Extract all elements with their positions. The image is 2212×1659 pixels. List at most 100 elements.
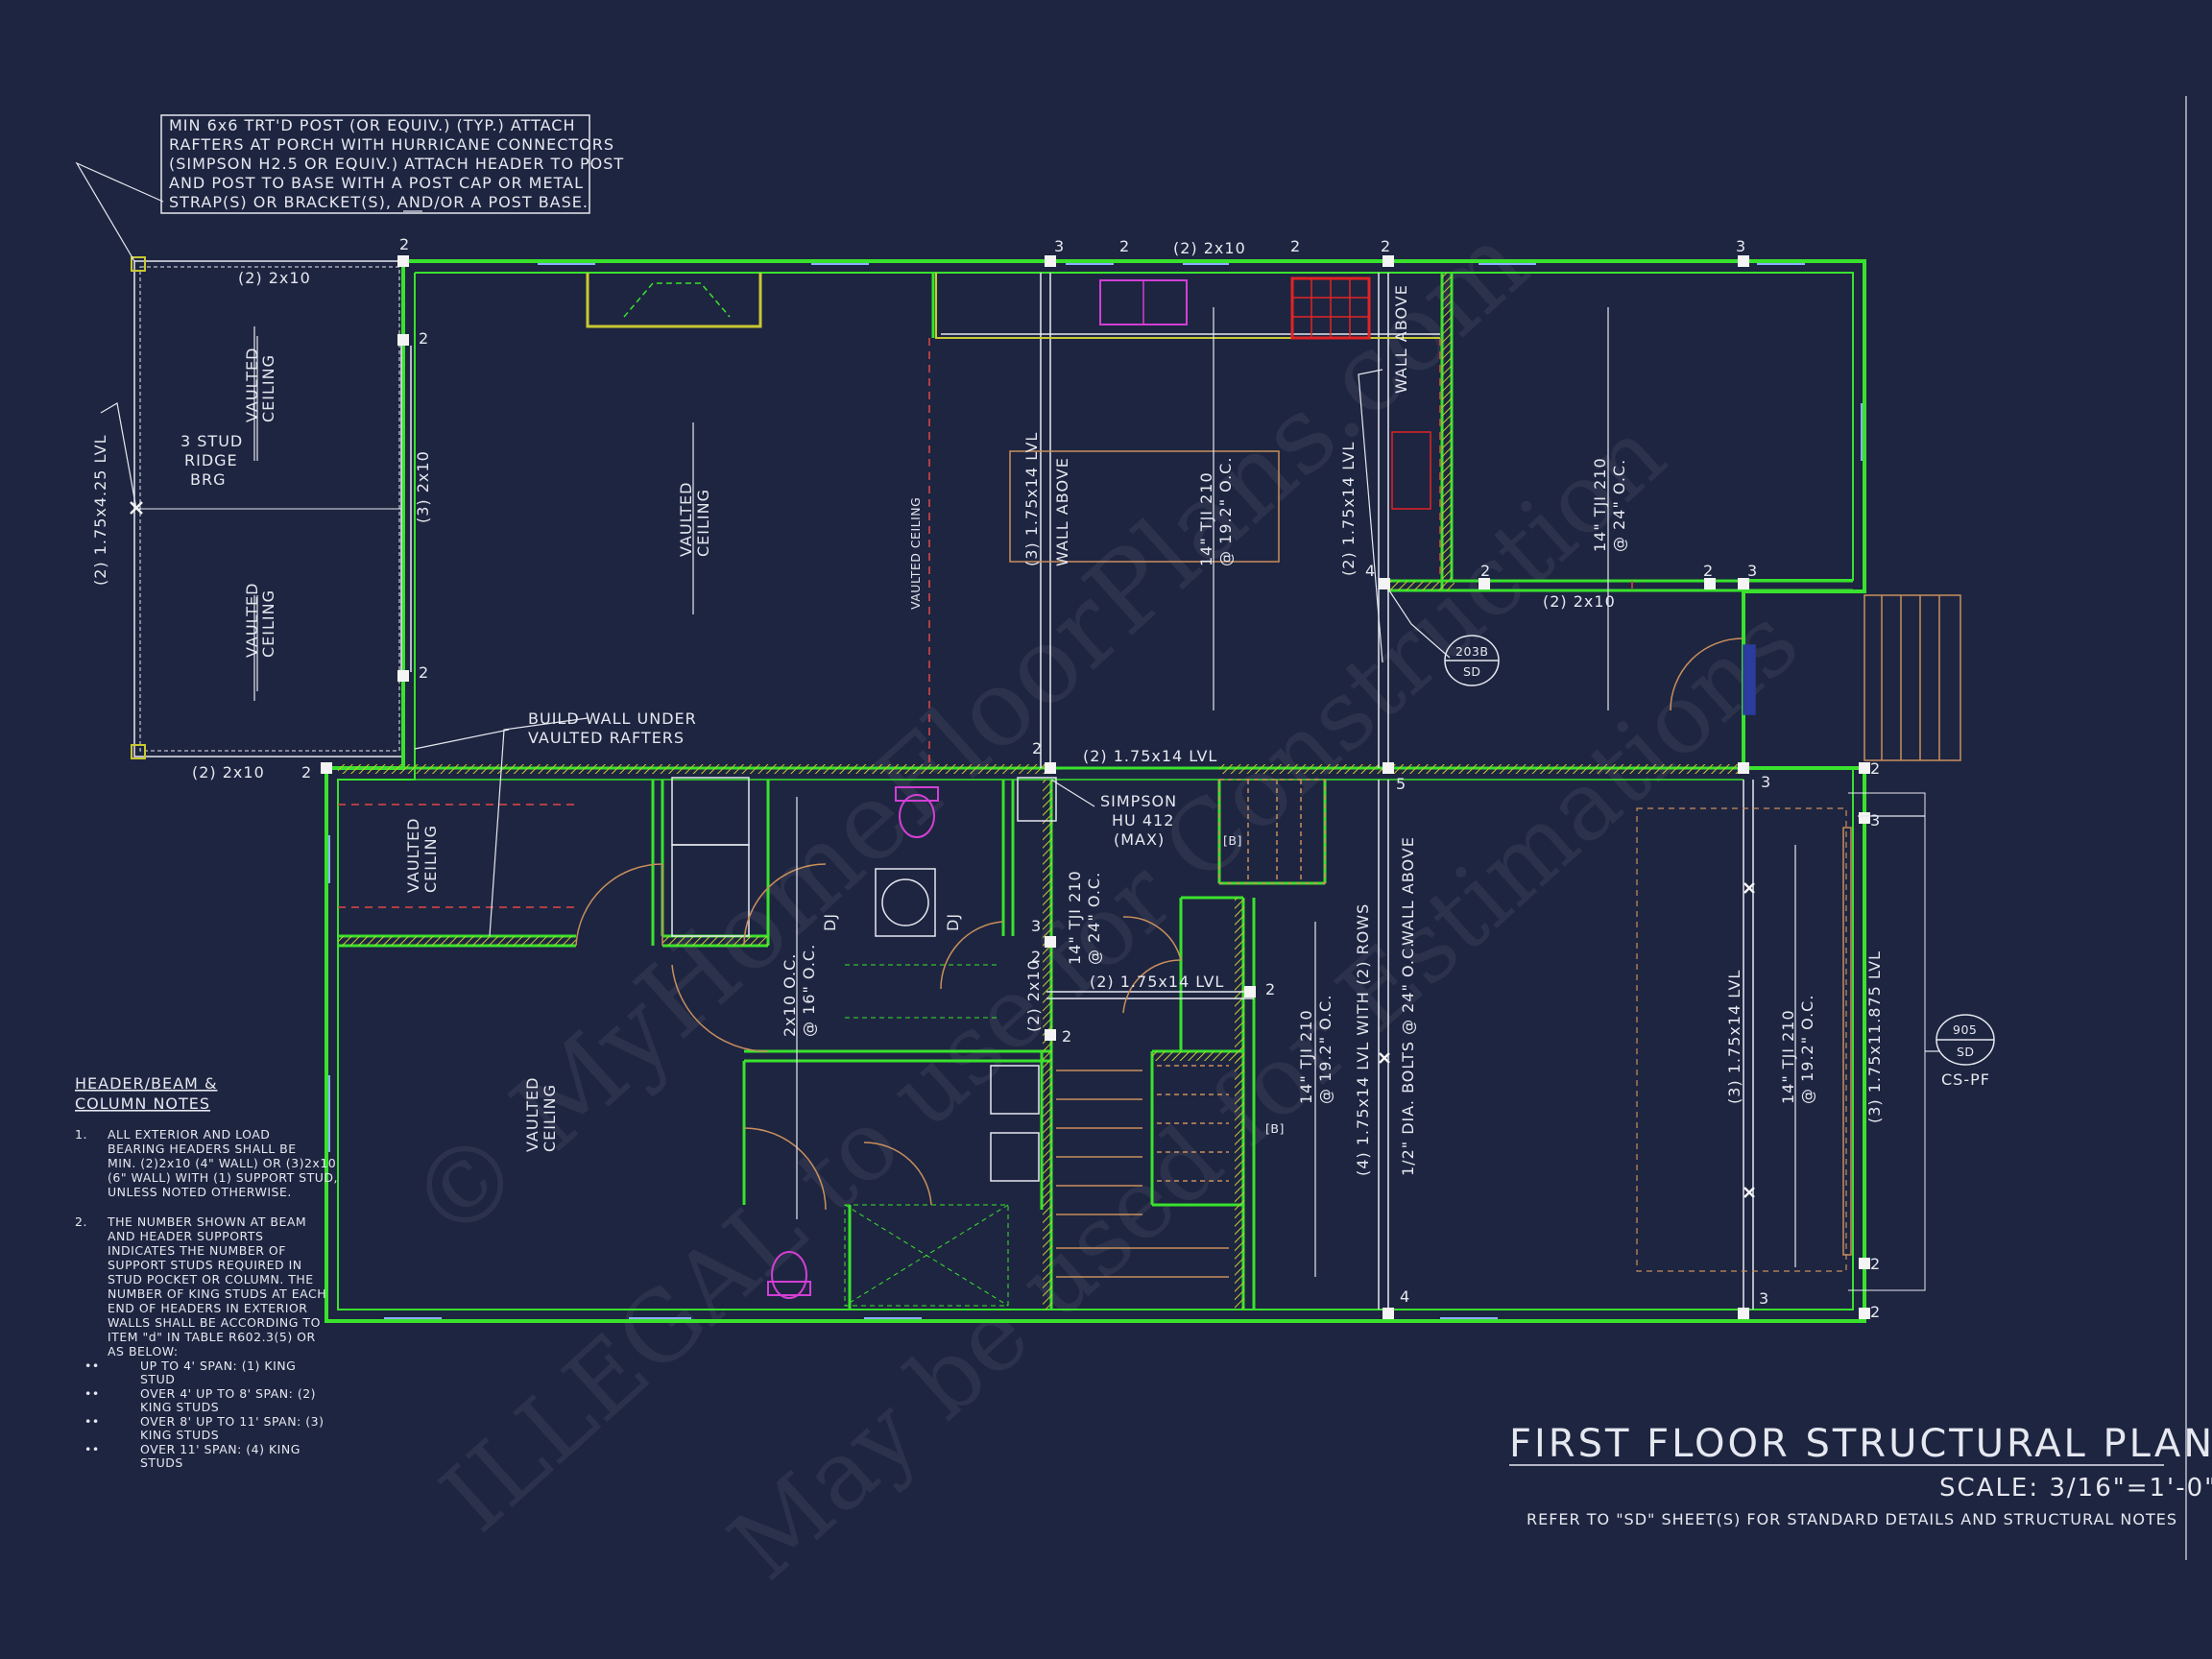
garage-lvl: (3) 1.75x14 LVL <box>1725 970 1743 1104</box>
bullet: •• <box>84 1358 100 1373</box>
wall-above-right: WALL ABOVE <box>1392 284 1410 394</box>
bed2-vault-2: CEILING <box>541 1084 559 1152</box>
porch-vault-2b: CEILING <box>259 589 277 658</box>
garage-tji-1: 14" TJI 210 <box>1779 1009 1797 1104</box>
stud-count: 2 <box>1032 739 1043 757</box>
ridge-label-2: RIDGE <box>184 451 238 469</box>
bath-fixtures <box>767 786 939 1299</box>
note-1-number: 1. <box>75 1127 87 1142</box>
notes-heading-2: COLUMN NOTES <box>75 1094 210 1113</box>
bedroom-header: (2) 2x10 <box>1543 592 1616 611</box>
stud-count: 3 <box>1747 562 1758 580</box>
stud-count: 3 <box>1870 811 1881 830</box>
laundry-fixtures <box>671 777 1057 1182</box>
bullet: •• <box>84 1442 100 1456</box>
stud-count: 4 <box>1365 562 1376 580</box>
sheet-scale: SCALE: 3/16"=1'-0" <box>1939 1474 2212 1503</box>
lvl-rows: (4) 1.75x14 LVL WITH (2) ROWS <box>1354 903 1372 1176</box>
dashed-red-lines <box>338 338 1633 908</box>
porch-lvl-label: (2) 1.75x4.25 LVL <box>91 434 109 586</box>
note-2-line: END OF HEADERS IN EXTERIOR <box>108 1301 308 1315</box>
detail-203b-bot: SD <box>1463 664 1481 679</box>
garage-door <box>1842 827 1852 1256</box>
windows <box>328 263 1863 1319</box>
bedroom-tji-1: 14" TJI 210 <box>1591 457 1609 552</box>
bullet-line: KING STUDS <box>140 1400 219 1414</box>
dj-label-1: DJ <box>821 913 839 931</box>
stud-posts <box>321 255 1870 1319</box>
post-note-line: AND POST TO BASE WITH A POST CAP OR META… <box>169 174 584 192</box>
build-wall-1: BUILD WALL UNDER <box>528 709 697 728</box>
post-note-line: MIN 6x6 TRT'D POST (OR EQUIV.) (TYP.) AT… <box>169 116 575 134</box>
center-tji-1: 14" TJI 210 <box>1066 870 1084 965</box>
stud-count: 4 <box>1400 1287 1410 1306</box>
simpson-3: (MAX) <box>1114 830 1165 849</box>
stud-count: 3 <box>1759 1289 1769 1308</box>
kitchen-lvl: (3) 1.75x14 LVL <box>1022 432 1041 566</box>
detail-905-bot: SD <box>1957 1045 1975 1059</box>
box-label-1: [B] <box>1223 833 1242 848</box>
build-wall-2: VAULTED RAFTERS <box>528 729 685 747</box>
detail-905-top: 905 <box>1953 1022 1977 1037</box>
bullet-line: STUD <box>140 1372 175 1386</box>
sheet-title: FIRST FLOOR STRUCTURAL PLAN <box>1509 1422 2212 1466</box>
stud-count: 5 <box>1396 775 1407 793</box>
title-block: FIRST FLOOR STRUCTURAL PLAN SCALE: 3/16"… <box>1509 1422 2212 1528</box>
note-1-line: MIN. (2)2x10 (4" WALL) OR (3)2x10 <box>108 1156 336 1170</box>
ridge-label-1: 3 STUD <box>180 432 243 450</box>
stud-count: 2 <box>1381 237 1391 255</box>
porch-vault-2: VAULTED <box>243 583 261 659</box>
vaulted-ceiling-long: VAULTED CEILING <box>908 497 923 610</box>
bolts: 1/2" DIA. BOLTS @ 24" O.C. <box>1399 942 1417 1176</box>
bullet-line: KING STUDS <box>140 1428 219 1442</box>
note-2-line: INDICATES THE NUMBER OF <box>108 1243 286 1258</box>
bullet-line: OVER 4' UP TO 8' SPAN: (2) <box>140 1386 316 1401</box>
header-beam-notes: HEADER/BEAM & COLUMN NOTES 1. ALL EXTERI… <box>75 1074 338 1470</box>
stud-count: 2 <box>1265 980 1276 998</box>
post-note-box <box>160 114 590 214</box>
right-lvl: (2) 1.75x14 LVL <box>1339 442 1358 576</box>
note-1-line: (6" WALL) WITH (1) SUPPORT STUD, <box>108 1170 338 1185</box>
living-vault-1: VAULTED <box>677 482 695 558</box>
ridge-label-3: BRG <box>190 470 227 489</box>
stud-count: 3 <box>1761 773 1771 791</box>
note-2-line: STUD POCKET OR COLUMN. THE <box>108 1272 314 1286</box>
garage-tji-2: @ 19.2" O.C. <box>1798 995 1816 1104</box>
detail-203b-top: 203B <box>1455 644 1488 659</box>
stud-count: 2 <box>1119 237 1130 255</box>
stud-count: 2 <box>1703 562 1714 580</box>
cj-label-2: @ 16" O.C. <box>800 944 818 1037</box>
post-note-line: (SIMPSON H2.5 OR EQUIV.) ATTACH HEADER T… <box>169 155 624 173</box>
stud-count: 2 <box>1480 562 1491 580</box>
porch-header-top: (2) 2x10 <box>238 269 311 287</box>
stairs <box>1056 594 1961 1278</box>
stud-count: 2 <box>419 329 429 348</box>
post-note-line: STRAP(S) OR BRACKET(S), AND/OR A POST BA… <box>169 193 589 211</box>
notes-heading-1: HEADER/BEAM & <box>75 1074 217 1093</box>
note-2-line: NUMBER OF KING STUDS AT EACH <box>108 1286 326 1301</box>
garage-outline <box>1636 807 1847 1272</box>
detail-bubble-203b <box>1444 635 1500 686</box>
bullet-line: UP TO 4' SPAN: (1) KING <box>140 1358 296 1373</box>
stud-count: 2 <box>1031 948 1042 966</box>
note-2-line: AND HEADER SUPPORTS <box>108 1229 263 1243</box>
leaders-and-arrows <box>75 161 1939 1277</box>
stair-tji-2: @ 19.2" O.C. <box>1316 995 1334 1104</box>
bed-vault-2: CEILING <box>421 825 440 893</box>
porch-header-bottom: (2) 2x10 <box>192 763 265 781</box>
stud-count: 2 <box>419 663 429 682</box>
simpson-1: SIMPSON <box>1100 792 1177 810</box>
note-1-line: ALL EXTERIOR AND LOAD <box>108 1127 270 1142</box>
kitchen-tji-1: 14" TJI 210 <box>1197 471 1215 566</box>
stair-lvl: (2) 1.75x14 LVL <box>1090 973 1224 991</box>
note-1-line: BEARING HEADERS SHALL BE <box>108 1142 297 1156</box>
porch-vault-1b: CEILING <box>259 354 277 422</box>
shower <box>844 964 1009 1307</box>
stud-count: 2 <box>399 235 410 253</box>
kitchen-header: (2) 2x10 <box>1173 239 1246 257</box>
stair-tji-1: 14" TJI 210 <box>1297 1009 1315 1104</box>
note-2-line: SUPPORT STUDS REQUIRED IN <box>108 1258 302 1272</box>
wall-above-kitchen: WALL ABOVE <box>1053 457 1071 566</box>
center-tji-2: @ 24" O.C. <box>1085 872 1103 965</box>
